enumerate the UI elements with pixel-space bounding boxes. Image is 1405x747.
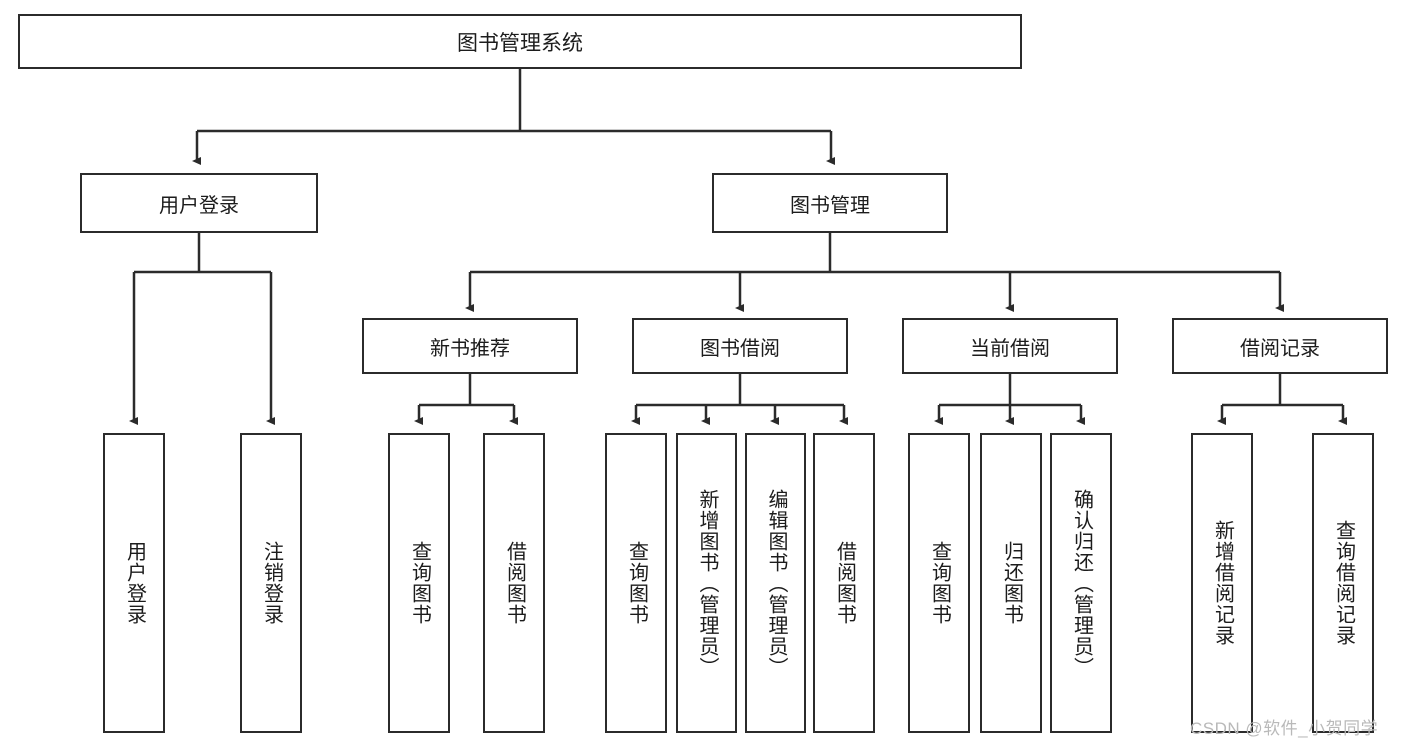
leaf-current-confirm-return-admin-label: 确认归还（管理员） [1070,488,1093,678]
leaf-record-query-record[interactable]: 查询借阅记录 [1312,433,1374,733]
leaf-newbook-borrow-book-label: 借阅图书 [503,541,526,625]
node-user-login-label: 用户登录 [159,194,239,217]
leaf-record-add-record[interactable]: 新增借阅记录 [1191,433,1253,733]
leaf-current-confirm-return-admin[interactable]: 确认归还（管理员） [1050,433,1112,733]
leaf-borrow-edit-book-admin-label: 编辑图书（管理员） [765,488,787,678]
leaf-current-return-book[interactable]: 归还图书 [980,433,1042,733]
node-new-book-recommend-label: 新书推荐 [430,337,510,360]
node-root-label: 图书管理系统 [457,31,583,55]
node-borrow-record[interactable]: 借阅记录 [1172,318,1388,374]
node-borrow-record-label: 借阅记录 [1240,337,1320,360]
leaf-user-logout[interactable]: 注销登录 [240,433,302,733]
leaf-newbook-query-book[interactable]: 查询图书 [388,433,450,733]
leaf-borrow-query-book-label: 查询图书 [625,541,648,625]
watermark: CSDN @软件_小贺同学 [1190,719,1379,738]
leaf-borrow-add-book-admin-label: 新增图书（管理员） [696,488,718,678]
leaf-newbook-query-book-label: 查询图书 [408,541,431,625]
leaf-borrow-query-book[interactable]: 查询图书 [605,433,667,733]
node-user-login[interactable]: 用户登录 [80,173,318,233]
leaf-borrow-edit-book-admin[interactable]: 编辑图书（管理员） [745,433,806,733]
leaf-current-query-book[interactable]: 查询图书 [908,433,970,733]
leaf-newbook-borrow-book[interactable]: 借阅图书 [483,433,545,733]
leaf-user-logout-label: 注销登录 [260,541,283,625]
leaf-current-query-book-label: 查询图书 [928,541,951,625]
node-new-book-recommend[interactable]: 新书推荐 [362,318,578,374]
leaf-record-query-record-label: 查询借阅记录 [1332,520,1355,646]
node-book-management-label: 图书管理 [790,194,870,217]
node-book-borrow[interactable]: 图书借阅 [632,318,848,374]
node-book-management[interactable]: 图书管理 [712,173,948,233]
leaf-user-login-label: 用户登录 [123,541,146,625]
node-current-borrow[interactable]: 当前借阅 [902,318,1118,374]
node-current-borrow-label: 当前借阅 [970,337,1050,360]
leaf-current-return-book-label: 归还图书 [1000,541,1023,625]
leaf-record-add-record-label: 新增借阅记录 [1211,520,1234,646]
leaf-borrow-borrow-book-label: 借阅图书 [833,541,856,625]
leaf-borrow-add-book-admin[interactable]: 新增图书（管理员） [676,433,737,733]
node-root[interactable]: 图书管理系统 [18,14,1022,69]
leaf-user-login[interactable]: 用户登录 [103,433,165,733]
leaf-borrow-borrow-book[interactable]: 借阅图书 [813,433,875,733]
node-book-borrow-label: 图书借阅 [700,337,780,360]
